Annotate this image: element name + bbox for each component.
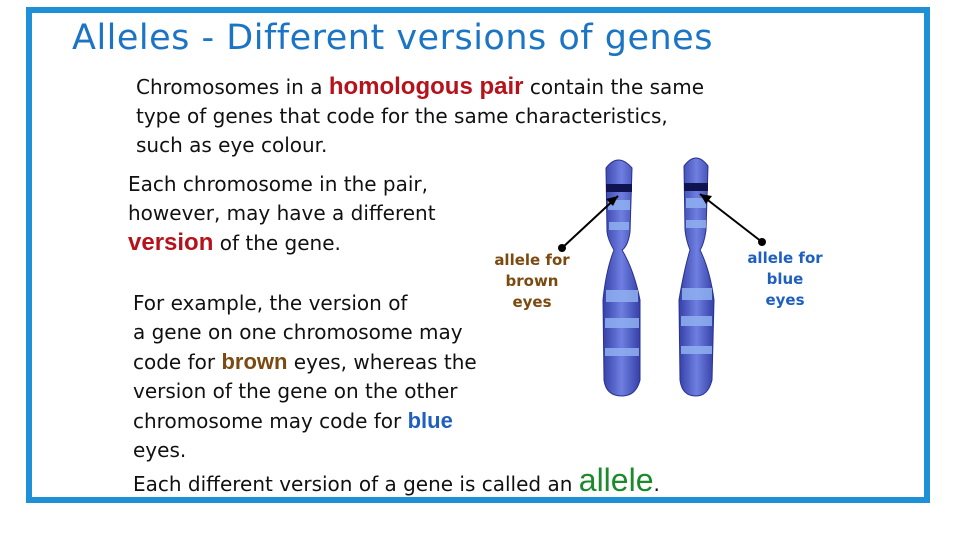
example-paragraph: For example, the version of a gene on on… [133, 289, 477, 465]
example-line-5-pre: chromosome may code for [133, 409, 408, 433]
allele-definition-post: . [653, 472, 660, 496]
intro-line-2: type of genes that code for the same cha… [136, 104, 668, 128]
intro-paragraph: Chromosomes in a homologous pair contain… [136, 72, 704, 160]
pointer-brown [558, 195, 619, 252]
left-chromosome [602, 159, 641, 397]
blue-term: blue [407, 408, 453, 433]
pointer-blue [699, 193, 766, 246]
allele-definition: Each different version of a gene is call… [133, 462, 660, 499]
example-line-2: a gene on one chromosome may [133, 320, 463, 344]
allele-term: allele [578, 462, 654, 498]
blue-label-line-2: blue [766, 270, 804, 288]
brown-label-line-2: brown [505, 272, 559, 290]
intro-text-pre: Chromosomes in a [136, 75, 329, 99]
brown-label-line-1: allele for [494, 251, 570, 269]
version-paragraph: Each chromosome in the pair, however, ma… [128, 170, 436, 258]
blue-label-line-1: allele for [747, 249, 823, 267]
blue-allele-label: allele for blue eyes [735, 248, 835, 311]
intro-text-mid: contain the same [523, 75, 705, 99]
blue-label-line-3: eyes [765, 291, 805, 309]
version-term: version [128, 229, 214, 256]
intro-line-3: such as eye colour. [136, 133, 328, 157]
example-line-3-pre: code for [133, 350, 222, 374]
brown-allele-label: allele for brown eyes [472, 250, 592, 313]
brown-term: brown [221, 349, 288, 374]
example-line-3-post: eyes, whereas the [287, 350, 477, 374]
homologous-pair-term: homologous pair [328, 73, 524, 100]
example-line-6: eyes. [133, 438, 187, 462]
right-chromosome [678, 157, 715, 397]
example-line-1: For example, the version of [133, 291, 408, 315]
blue-allele-band [684, 183, 708, 191]
version-line-1: Each chromosome in the pair, [128, 172, 428, 196]
slide-title: Alleles - Different versions of genes [72, 18, 713, 58]
version-line-2: however, may have a different [128, 201, 436, 225]
brown-label-line-3: eyes [512, 293, 552, 311]
allele-definition-pre: Each different version of a gene is call… [133, 472, 579, 496]
slide-frame [26, 7, 930, 503]
brown-allele-band [606, 184, 632, 192]
example-line-4: version of the gene on the other [133, 379, 458, 403]
version-text-post: of the gene. [213, 231, 341, 255]
